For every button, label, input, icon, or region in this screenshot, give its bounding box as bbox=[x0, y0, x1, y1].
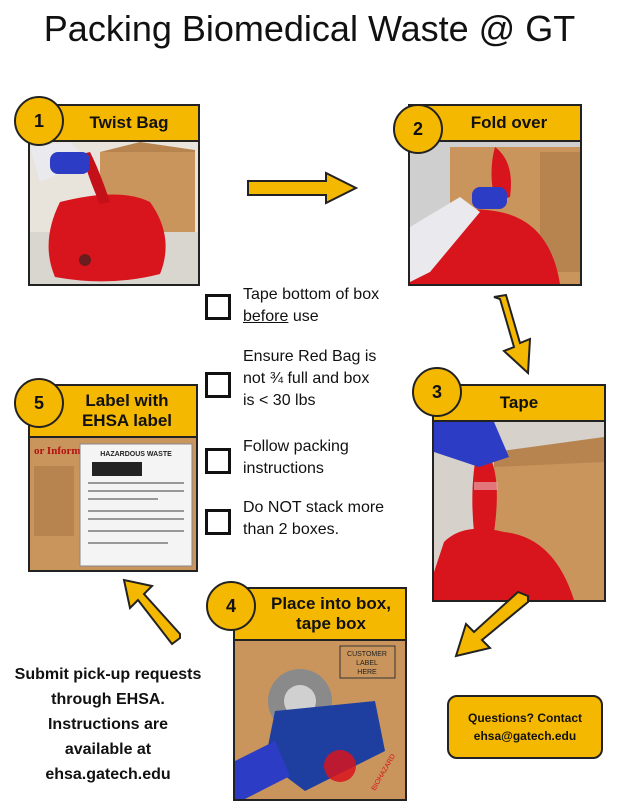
checklist-item-3-line1: Follow packing bbox=[243, 438, 349, 455]
step-5-box-text: or Inform bbox=[34, 445, 81, 457]
submit-line-4: available at bbox=[64, 741, 152, 758]
step-5-number: 5 bbox=[14, 378, 64, 428]
checklist-item-2-line1: Ensure Red Bag is bbox=[243, 348, 377, 365]
step-4-photo: CUSTOMER LABEL HERE BIOHAZARD bbox=[235, 641, 405, 799]
step-4-number: 4 bbox=[206, 581, 256, 631]
arrow-right bbox=[247, 171, 358, 205]
step-5-label-line2: EHSA label bbox=[81, 411, 173, 430]
step-2-photo bbox=[410, 142, 580, 284]
checkbox-1[interactable] bbox=[205, 294, 231, 320]
submit-line-2: through EHSA. bbox=[51, 691, 165, 708]
contact-box: Questions? Contact ehsa@gatech.edu bbox=[447, 695, 603, 759]
step-4-label-line1: Place into box, bbox=[271, 594, 391, 614]
checklist-item-3-line2: instructions bbox=[243, 460, 324, 477]
step-1-photo bbox=[30, 142, 198, 284]
checklist-item-1-rest: use bbox=[288, 308, 319, 325]
checklist-item-1-underlined: before bbox=[243, 308, 289, 325]
step-4-header: Place into box, tape box bbox=[235, 589, 405, 641]
step-3-photo bbox=[434, 422, 604, 600]
step-3-card: Tape bbox=[432, 384, 606, 602]
submit-instructions: Submit pick-up requests through EHSA. In… bbox=[8, 662, 208, 787]
submit-line-3: Instructions are bbox=[47, 716, 169, 733]
step-4-box-text-2: LABEL bbox=[356, 660, 378, 667]
step-2-number: 2 bbox=[393, 104, 443, 154]
checklist-item-2-line3: is < 30 lbs bbox=[243, 392, 316, 409]
checkbox-3[interactable] bbox=[205, 448, 231, 474]
checklist-item-4-line2: than 2 boxes. bbox=[243, 521, 340, 538]
step-1-number: 1 bbox=[14, 96, 64, 146]
step-4-box-text-3: HERE bbox=[357, 669, 377, 676]
step-2-card: Fold over bbox=[408, 104, 582, 286]
checklist-item-2: Ensure Red Bag is not ¾ full and box is … bbox=[205, 346, 376, 412]
arrow-down-right bbox=[493, 293, 532, 375]
checklist-item-1-line1: Tape bottom of box bbox=[243, 286, 380, 303]
arrow-up-left bbox=[122, 578, 181, 646]
checklist-item-1: Tape bottom of box before use bbox=[205, 284, 379, 328]
step-3-header: Tape bbox=[434, 386, 604, 422]
arrow-down-left bbox=[454, 590, 529, 658]
contact-line-1: Questions? Contact bbox=[467, 711, 582, 725]
step-3-number: 3 bbox=[412, 367, 462, 417]
step-5-photo: or Inform HAZARDOUS WASTE bbox=[30, 438, 196, 570]
step-5-label-header: HAZARDOUS WASTE bbox=[100, 451, 172, 458]
checklist-item-3: Follow packing instructions bbox=[205, 436, 349, 480]
step-4-card: Place into box, tape box CUSTOMER LABEL … bbox=[233, 587, 407, 801]
page-title: Packing Biomedical Waste @ GT bbox=[43, 8, 576, 49]
step-2-label: Fold over bbox=[470, 113, 548, 133]
checkbox-4[interactable] bbox=[205, 509, 231, 535]
checklist-item-4-line1: Do NOT stack more bbox=[243, 499, 385, 516]
submit-line-1: Submit pick-up requests bbox=[14, 666, 202, 683]
step-3-label: Tape bbox=[499, 393, 539, 413]
contact-email[interactable]: ehsa@gatech.edu bbox=[473, 729, 577, 743]
checklist-item-2-line2: not ¾ full and box bbox=[243, 370, 370, 387]
checkbox-2[interactable] bbox=[205, 372, 231, 398]
step-1-label: Twist Bag bbox=[89, 113, 169, 133]
checklist-item-4: Do NOT stack more than 2 boxes. bbox=[205, 497, 384, 541]
submit-line-5: ehsa.gatech.edu bbox=[45, 766, 171, 783]
step-4-box-text-1: CUSTOMER bbox=[347, 651, 387, 658]
step-4-label-line2: tape box bbox=[296, 614, 366, 633]
step-5-label-line1: Label with bbox=[85, 391, 169, 411]
